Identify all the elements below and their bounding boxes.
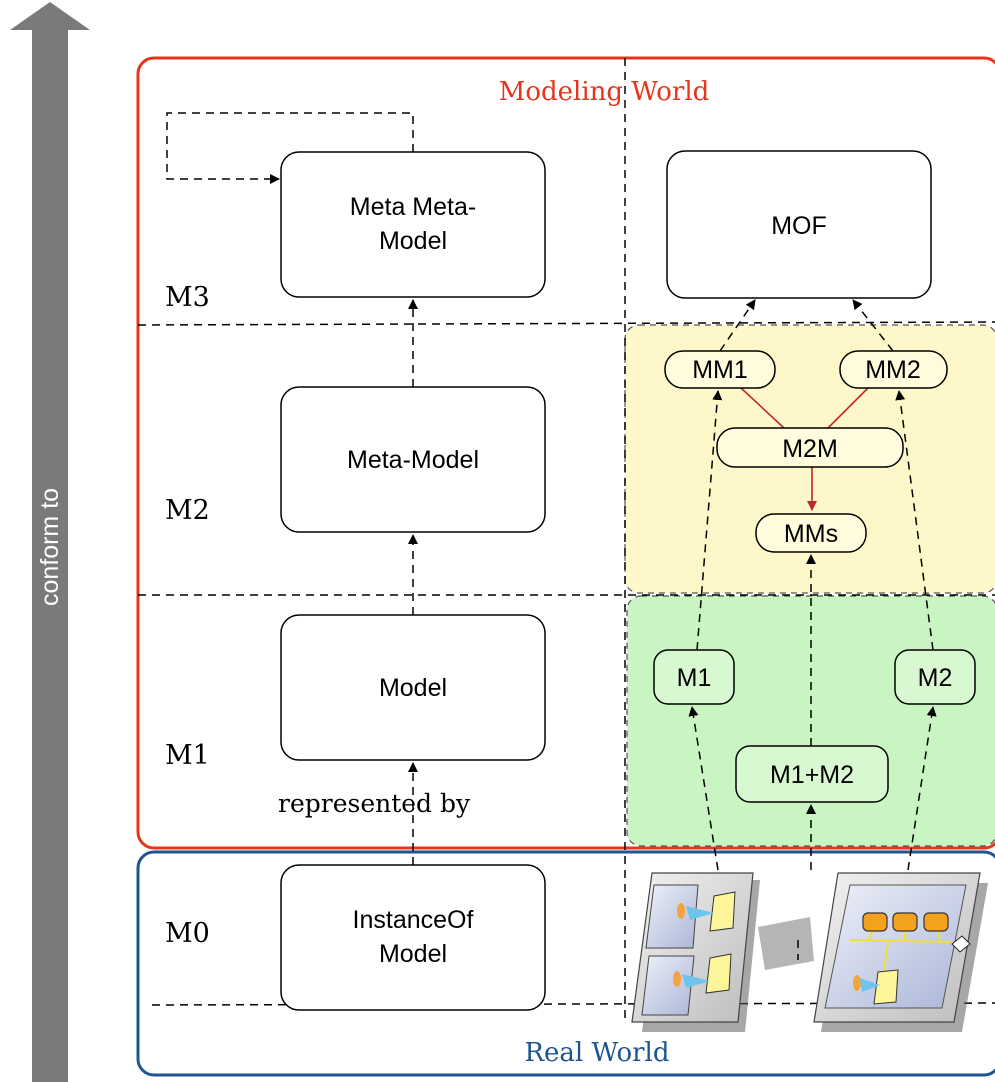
svg-text:M1+M2: M1+M2 <box>770 761 854 789</box>
mms-pill: MMs <box>755 513 867 553</box>
modeling-world-frame <box>136 56 995 850</box>
arrow-m1-to-mm1 <box>696 390 723 651</box>
svg-text:MOF: MOF <box>771 212 827 240</box>
level-m1-label: M1 <box>165 740 210 771</box>
conform-to-arrow <box>10 2 90 1082</box>
level-m0-label: M0 <box>165 918 210 949</box>
level-m2-label: M2 <box>165 495 210 526</box>
link-mm1-m2m <box>740 387 785 429</box>
svg-text:M2M: M2M <box>782 435 838 463</box>
m2m-pill: M2M <box>716 427 904 468</box>
self-conformance-arrow <box>166 112 414 184</box>
window-components-icon <box>631 872 814 1032</box>
modeling-world-label: Modeling World <box>499 77 710 107</box>
represented-by-label: represented by <box>278 789 471 818</box>
level-m3-label: M3 <box>165 282 210 313</box>
svg-text:M1: M1 <box>677 664 712 692</box>
svg-text:InstanceOf: InstanceOf <box>353 906 474 934</box>
model-box: Model <box>280 614 546 761</box>
svg-text:MMs: MMs <box>784 520 838 548</box>
svg-text:Model: Model <box>379 674 447 702</box>
svg-text:M2: M2 <box>918 664 953 692</box>
instance-of-model-box: InstanceOf Model <box>280 864 546 1011</box>
mm2-pill: MM2 <box>839 350 948 389</box>
svg-text:MM1: MM1 <box>692 356 748 384</box>
svg-text:Meta Meta-: Meta Meta- <box>350 193 476 221</box>
separator-m3-m2 <box>137 321 995 326</box>
m2-pill: M2 <box>894 649 976 705</box>
real-world-frame <box>136 850 995 1077</box>
svg-text:Model: Model <box>379 940 447 968</box>
arrow-m2-to-mm2 <box>895 390 934 651</box>
m1-plus-m2-pill: M1+M2 <box>735 745 889 803</box>
svg-text:Meta-Model: Meta-Model <box>347 446 479 474</box>
conform-to-label: conform to <box>36 488 64 606</box>
real-world-label: Real World <box>524 1038 669 1068</box>
svg-text:Model: Model <box>379 227 447 255</box>
arrow-mm2-to-mof <box>852 299 894 352</box>
m1-pill: M1 <box>653 649 735 705</box>
composed-window-icon <box>813 872 988 1032</box>
mm1-pill: MM1 <box>664 350 776 389</box>
arrow-mm1-to-mof <box>719 299 756 352</box>
link-mm2-m2m <box>827 387 869 429</box>
mof-box: MOF <box>666 150 932 299</box>
svg-text:MM2: MM2 <box>865 356 921 384</box>
meta-model-box: Meta-Model <box>280 386 546 533</box>
meta-meta-model-box: Meta Meta- Model <box>280 151 546 298</box>
